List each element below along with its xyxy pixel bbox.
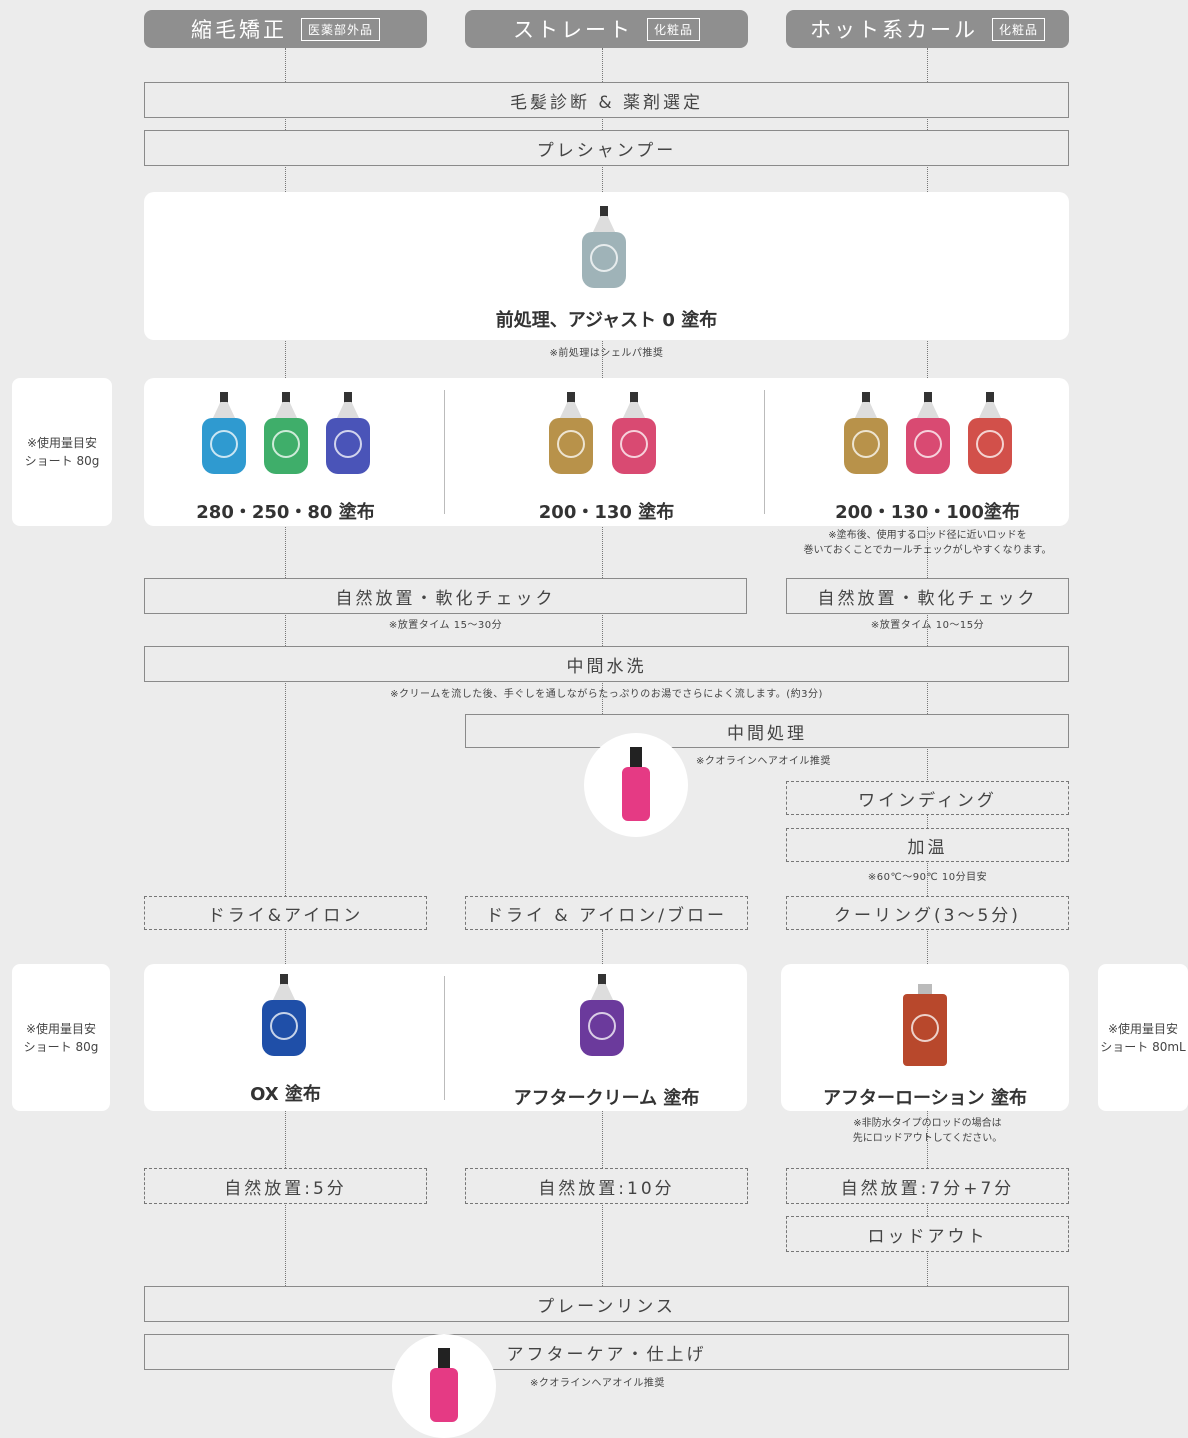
pretreat-note: ※前処理はシェルパ推奨: [549, 348, 664, 359]
after-lotion-note: ※非防水タイプのロッドの場合は 先にロッドアウトしてください。: [852, 1118, 1003, 1144]
midtreat-note: ※クオラインヘアオイル推奨: [696, 756, 831, 767]
apply-label-2: 200・130 塗布: [538, 502, 675, 523]
adjust-bottle-image: [582, 206, 626, 288]
product-80-image: [326, 392, 370, 474]
header-tag: 化粧品: [646, 17, 700, 41]
ox-label: OX 塗布: [250, 1084, 321, 1105]
product-130-image: [906, 392, 950, 474]
after-cream-label: アフタークリーム 塗布: [513, 1088, 700, 1109]
product-280-image: [202, 392, 246, 474]
step-midtreat: 中間処理: [465, 714, 1069, 748]
header-straight: ストレート 化粧品: [465, 10, 748, 48]
product-130-image: [612, 392, 656, 474]
header-tag: 化粧品: [991, 17, 1045, 41]
product-200-image: [549, 392, 593, 474]
step-cooling: クーリング(3〜5分): [786, 896, 1069, 930]
apply3-note: ※塗布後、使用するロッド径に近いロッドを 巻いておくことでカールチェックがしやす…: [803, 530, 1052, 556]
product-100-image: [968, 392, 1012, 474]
step-check-1: 自然放置・軟化チェック: [144, 578, 747, 614]
oil-circle: [584, 733, 688, 837]
step-plain-rinse: プレーンリンス: [144, 1286, 1069, 1322]
header-tag: 医薬部外品: [300, 17, 380, 41]
apply-label-1: 280・250・80 塗布: [196, 502, 375, 523]
step-diagnosis: 毛髪診断 & 薬剤選定: [144, 82, 1069, 118]
step-rodout: ロッドアウト: [786, 1216, 1069, 1252]
usage-note-right-2: ※使用量目安 ショート 80mL: [1098, 964, 1188, 1111]
after-lotion-label: アフターローション 塗布: [823, 1088, 1027, 1109]
step-dry-1: ドライ&アイロン: [144, 896, 427, 930]
header-label: ホット系カール: [809, 18, 978, 42]
step-check-2: 自然放置・軟化チェック: [786, 578, 1069, 614]
step-aftercare: アフターケア・仕上げ: [144, 1334, 1069, 1370]
card-ox-ac: OX 塗布 アフタークリーム 塗布: [144, 964, 747, 1111]
step-preshampoo: プレシャンプー: [144, 130, 1069, 166]
step-dry-2: ドライ & アイロン/ブロー: [465, 896, 748, 930]
step-winding: ワインディング: [786, 781, 1069, 815]
header-shukumo: 縮毛矯正 医薬部外品: [144, 10, 427, 48]
product-200-image: [844, 392, 888, 474]
step-rest-3: 自然放置:7分+7分: [786, 1168, 1069, 1204]
step-rest-1: 自然放置:5分: [144, 1168, 427, 1204]
header-label: ストレート: [512, 18, 633, 42]
step-heat: 加温: [786, 828, 1069, 862]
card-application: 280・250・80 塗布 200・130 塗布 200・130・100塗布: [144, 378, 1069, 526]
pretreat-label: 前処理、アジャスト 0 塗布: [495, 310, 718, 331]
usage-note-left-2: ※使用量目安 ショート 80g: [12, 964, 110, 1111]
step-midwash: 中間水洗: [144, 646, 1069, 682]
after-cream-bottle-image: [580, 974, 624, 1056]
card-after-lotion: アフターローション 塗布: [781, 964, 1069, 1111]
step-rest-2: 自然放置:10分: [465, 1168, 748, 1204]
header-hot-curl: ホット系カール 化粧品: [786, 10, 1069, 48]
check2-note: ※放置タイム 10〜15分: [870, 620, 985, 631]
after-lotion-bottle-image: [903, 984, 947, 1066]
product-250-image: [264, 392, 308, 474]
aftercare-note: ※クオラインヘアオイル推奨: [530, 1378, 665, 1389]
heat-note: ※60℃〜90℃ 10分目安: [867, 872, 988, 883]
usage-note-left-1: ※使用量目安 ショート 80g: [12, 378, 112, 526]
midwash-note: ※クリームを流した後、手ぐしを通しながらたっぷりのお湯でさらによく流します。(約…: [390, 689, 823, 700]
aftercare-oil-circle: [392, 1334, 496, 1438]
check1-note: ※放置タイム 15〜30分: [388, 620, 503, 631]
ox-bottle-image: [262, 974, 306, 1056]
header-label: 縮毛矯正: [190, 18, 287, 42]
card-pretreatment: 前処理、アジャスト 0 塗布: [144, 192, 1069, 340]
apply-label-3: 200・130・100塗布: [835, 502, 1020, 523]
